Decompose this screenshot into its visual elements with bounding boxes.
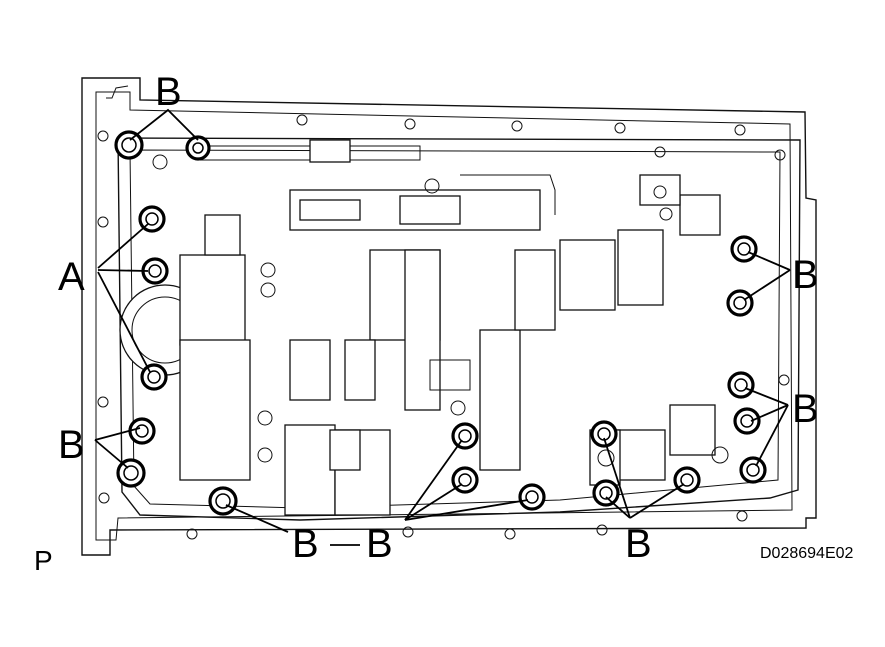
- figure-id: D028694E02: [760, 545, 854, 562]
- bolt-b: [208, 486, 238, 516]
- leader-lines: [94, 108, 791, 546]
- callout-a: A: [58, 255, 85, 299]
- bolt-a: [140, 363, 168, 391]
- callout-b-bottom-left: B: [292, 522, 319, 566]
- bolt-b: [128, 417, 156, 445]
- bolt-b: [592, 479, 620, 507]
- bolt-b: [726, 289, 754, 317]
- callout-b-right-lower: B: [792, 387, 819, 431]
- bolt-b: [730, 235, 758, 263]
- bolt-b: [116, 458, 146, 488]
- bolt-b: [114, 130, 144, 160]
- bolt-b: [739, 456, 767, 484]
- callout-b-right-upper: B: [792, 253, 819, 297]
- bolt-b: [185, 135, 211, 161]
- bolts: [114, 130, 767, 516]
- transmission-case: [81, 77, 817, 556]
- callout-b-bottom-middle: B: [366, 522, 393, 566]
- bolt-b: [733, 407, 761, 435]
- bolt-b: [518, 483, 546, 511]
- callout-labels: B A B B B B B B P D028694E02: [34, 70, 854, 576]
- bolt-b: [590, 420, 618, 448]
- callout-b-bottom-right: B: [625, 522, 652, 566]
- bolt-b: [727, 371, 755, 399]
- bolt-a: [141, 257, 169, 285]
- callout-b-top: B: [155, 70, 182, 114]
- callout-b-left: B: [58, 423, 85, 467]
- view-marker: P: [34, 545, 53, 576]
- bolt-b: [451, 422, 479, 450]
- valve-body-components: [97, 114, 790, 540]
